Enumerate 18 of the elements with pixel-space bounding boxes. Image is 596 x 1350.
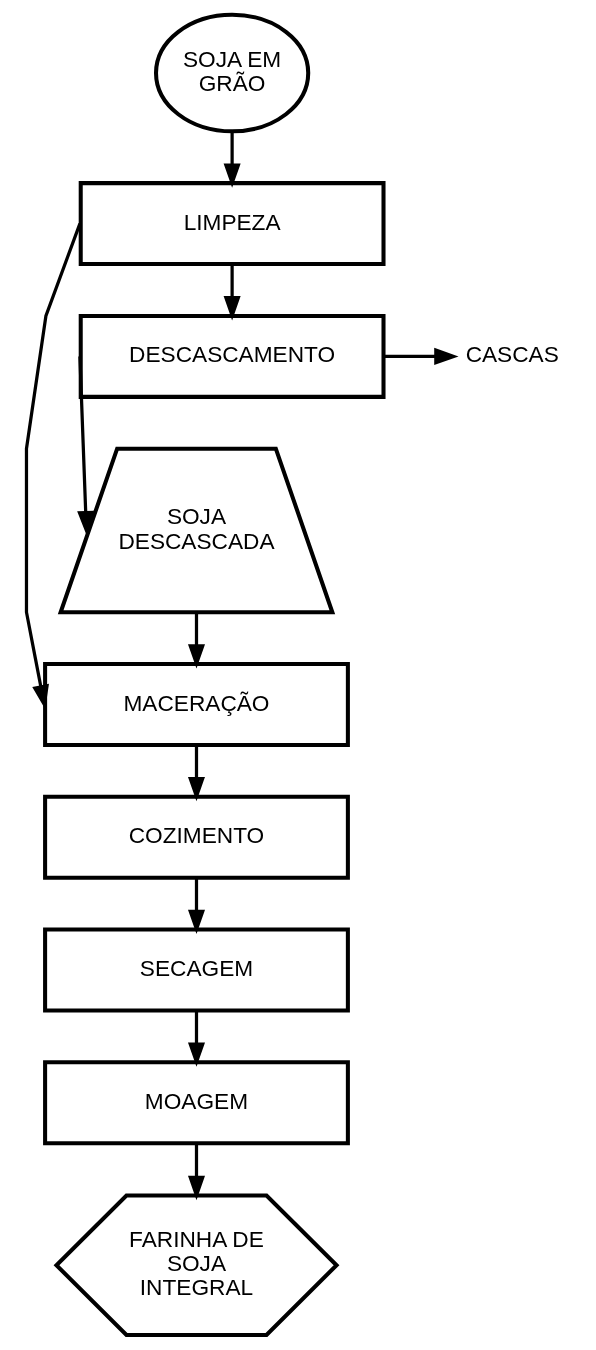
arrow: [187, 1143, 205, 1201]
arrow: [187, 745, 205, 802]
node-box: SECAGEM: [42, 927, 350, 1013]
node-box: MACERAÇÃO: [42, 662, 350, 747]
node-box: LIMPEZA: [78, 181, 386, 267]
arrow: [383, 347, 459, 365]
arrow: [24, 223, 81, 710]
arrow: [187, 877, 205, 935]
arrow: [76, 356, 94, 536]
node-ellipse: SOJA EM GRÃO: [153, 12, 310, 134]
arrow: [223, 131, 241, 188]
arrow: [187, 612, 205, 669]
arrow: [187, 1010, 205, 1067]
arrow: [223, 264, 241, 321]
node-box: COZIMENTO: [42, 794, 350, 880]
node-box: DESCASCAMENTO: [78, 313, 386, 399]
node-box: MOAGEM: [42, 1060, 350, 1146]
node-text: CASCAS: [465, 341, 559, 368]
